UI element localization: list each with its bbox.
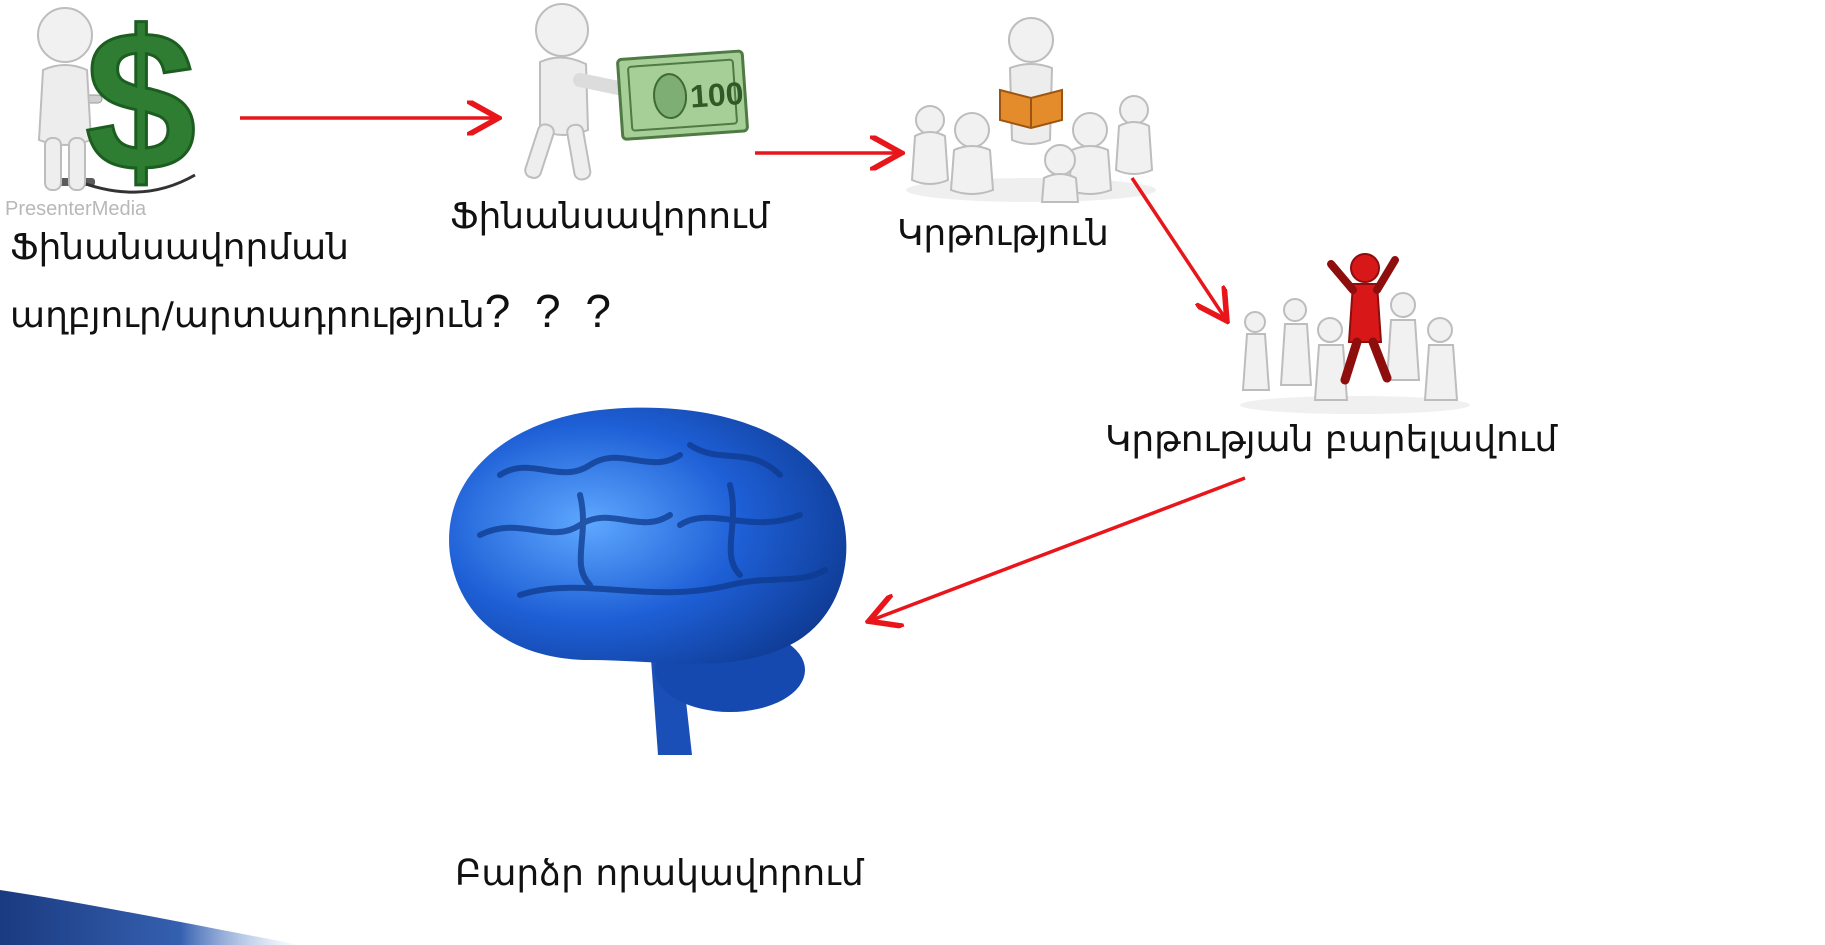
watermark-text: PresenterMedia xyxy=(5,198,147,220)
question-marks: ? ? ? xyxy=(484,285,617,337)
figure-handing-banknote-icon: 100 xyxy=(524,3,749,181)
svg-text:$: $ xyxy=(85,0,196,213)
education-improvement-label: Կրթության բարելավում xyxy=(1105,419,1558,460)
blue-brain-icon xyxy=(449,407,847,755)
arrow-education-to-improvement xyxy=(1130,177,1225,318)
svg-text:100: 100 xyxy=(689,75,745,115)
funding-source-label-line1: Ֆինանսավորման xyxy=(10,227,349,268)
jumping-figures-icon xyxy=(1240,253,1470,414)
funding-label: Ֆինանսավորում xyxy=(450,196,770,237)
arrow-improvement-to-qualification xyxy=(872,476,1246,620)
figure-with-dollar-sign-icon: $ PresenterMedia xyxy=(5,0,198,220)
high-qualification-label: Բարձր որակավորում xyxy=(455,853,864,894)
slide-corner-accent xyxy=(0,890,300,945)
teacher-with-students-icon xyxy=(906,17,1156,203)
funding-source-label-text: աղբյուր/արտադրություն xyxy=(10,295,485,336)
funding-source-label-line2: աղբյուր/արտադրություն? ? ? xyxy=(10,284,617,339)
education-label: Կրթություն xyxy=(897,213,1109,254)
